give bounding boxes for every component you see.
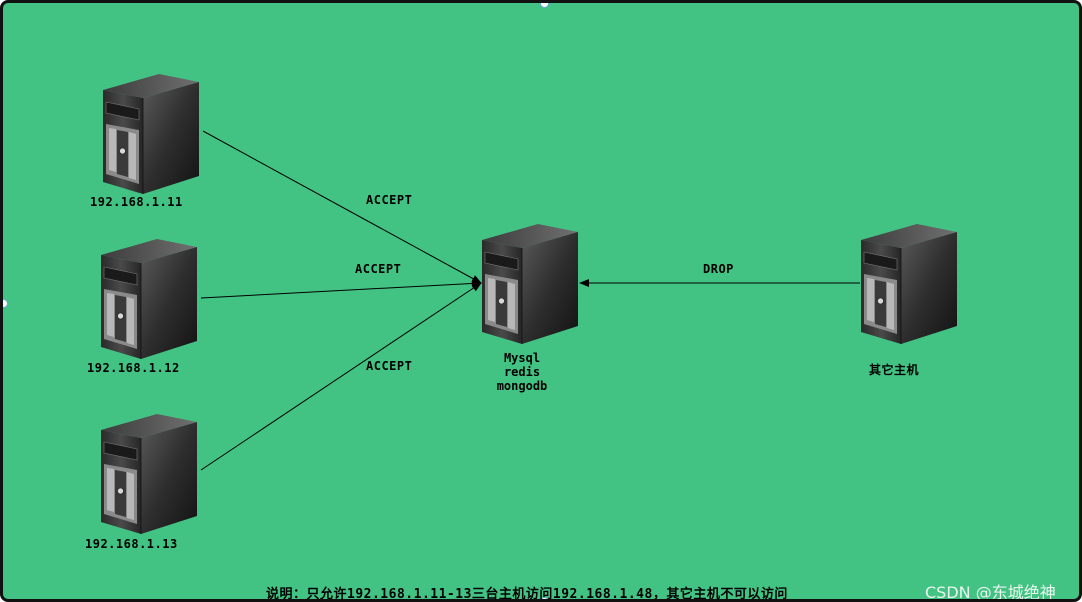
target-service-mongodb: mongodb bbox=[496, 379, 548, 393]
target-service-mysql: Mysql bbox=[503, 351, 541, 365]
host-label-192-168-1-13: 192.168.1.13 bbox=[85, 537, 178, 551]
server-icon bbox=[102, 73, 200, 195]
edge-label-drop: DROP bbox=[703, 262, 734, 276]
watermark: CSDN @东城绝神 bbox=[925, 583, 1056, 602]
connection-lines bbox=[200, 130, 860, 471]
server-icon bbox=[481, 223, 579, 345]
edge-label-accept-2: ACCEPT bbox=[355, 262, 402, 276]
edge-label-accept-3: ACCEPT bbox=[366, 359, 413, 373]
edge-line-h2-target bbox=[200, 279, 482, 299]
edge-label-accept-1: ACCEPT bbox=[366, 193, 413, 207]
server-icon bbox=[100, 238, 198, 360]
resize-handle-top[interactable] bbox=[540, 3, 549, 8]
target-service-redis: redis bbox=[503, 365, 541, 379]
server-icon bbox=[100, 413, 198, 535]
description-note: 说明：只允许192.168.1.11-13三台主机访问192.168.1.48，… bbox=[266, 587, 788, 602]
other-host-label: 其它主机 bbox=[869, 363, 920, 377]
target-host-label: Mysql redis mongodb bbox=[482, 351, 562, 393]
host-label-192-168-1-12: 192.168.1.12 bbox=[87, 361, 180, 375]
resize-handle-left[interactable] bbox=[3, 299, 8, 308]
edge-line-h3-target bbox=[200, 282, 482, 471]
host-label-192-168-1-11: 192.168.1.11 bbox=[90, 195, 183, 209]
server-icon bbox=[860, 223, 958, 345]
edge-line-h1-target bbox=[202, 130, 482, 284]
